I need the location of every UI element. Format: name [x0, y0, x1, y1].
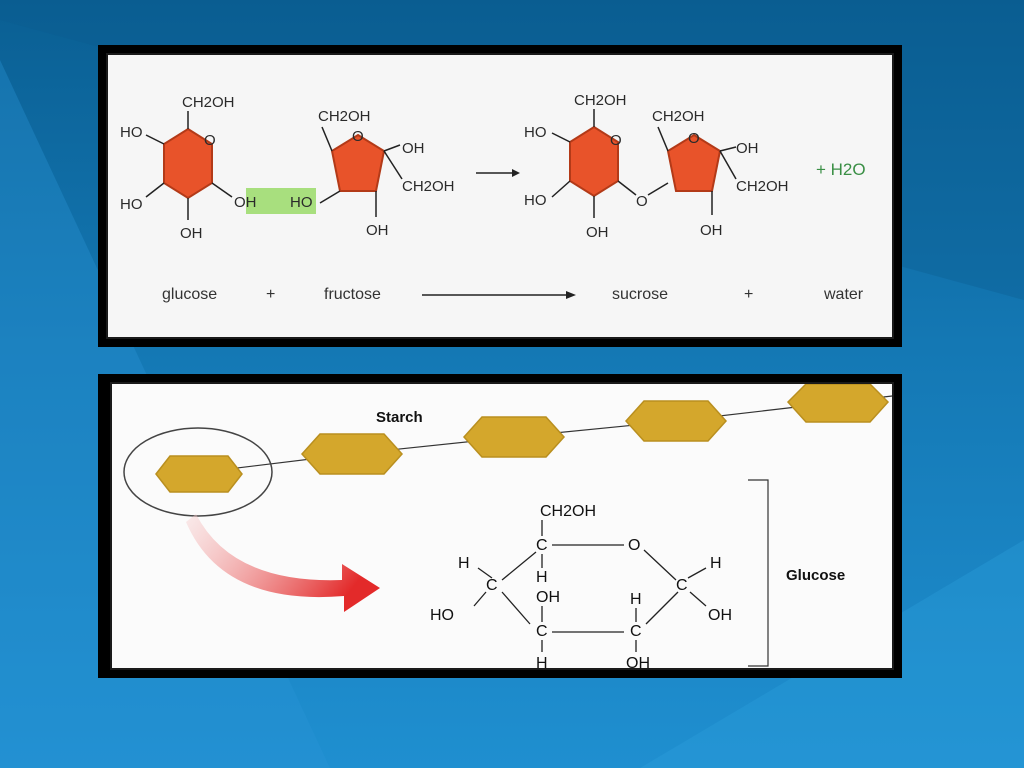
starch-structure-svg: Starch CH2OH C O H C H HO C: [123, 383, 893, 672]
sucrose-molecule: O CH2OH HO HO OH O O CH2OH OH CH2OH OH: [524, 92, 789, 241]
fructose-ring-oxygen: O: [352, 128, 364, 145]
starch-glucose-unit-4: [624, 400, 728, 442]
starch-glucose-unit-5: [786, 383, 890, 423]
glucose-ho-top: HO: [120, 124, 143, 141]
starch-glucose-unit-2: [300, 433, 404, 475]
formula-c5: C: [536, 537, 548, 554]
fructose-ch2oh-top: CH2OH: [318, 108, 371, 125]
formula-ch2oh: CH2OH: [540, 503, 596, 520]
formula-h-c4: H: [458, 555, 470, 572]
formula-h-c5: H: [536, 569, 548, 586]
sucrose-glucose-ho-bottom: HO: [524, 192, 547, 209]
selected-unit-circle: [123, 427, 273, 517]
fructose-oh-bottom: OH: [366, 222, 389, 239]
glucose-label: Glucose: [786, 567, 845, 584]
reaction-arrow-structures: [476, 169, 520, 177]
sucrose-glucose-ho-top: HO: [524, 124, 547, 141]
label-sucrose: sucrose: [612, 286, 668, 303]
sucrose-reaction-svg: O CH2OH HO HO OH OH O CH2OH HO OH CH2OH: [120, 92, 866, 303]
sucrose-diagram-canvas: O CH2OH HO HO OH OH O CH2OH HO OH CH2OH: [106, 53, 894, 339]
label-plus-1: +: [266, 286, 275, 303]
formula-h-c3: H: [536, 655, 548, 668]
glycosidic-bridge-oxygen: O: [636, 193, 648, 210]
sucrose-diagram-panel: O CH2OH HO HO OH OH O CH2OH HO OH CH2OH: [98, 45, 902, 347]
label-fructose: fructose: [324, 286, 381, 303]
water-removal-highlight: [246, 188, 316, 214]
fructose-ch2oh-right: CH2OH: [402, 178, 455, 195]
formula-oh-c1: OH: [708, 607, 732, 624]
label-glucose: glucose: [162, 286, 217, 303]
formula-c1: C: [676, 577, 688, 594]
sucrose-fructose-ch2oh-top: CH2OH: [652, 108, 705, 125]
sucrose-fructose-ch2oh-right: CH2OH: [736, 178, 789, 195]
starch-label: Starch: [376, 409, 423, 426]
glucose-ch2oh: CH2OH: [182, 94, 235, 111]
glucose-molecule: O CH2OH HO HO OH OH: [120, 94, 257, 242]
glucose-oh-right: OH: [234, 194, 257, 211]
label-water: water: [823, 286, 864, 303]
starch-glucose-unit-1: [155, 455, 243, 493]
sucrose-fructose-oh-bottom: OH: [700, 222, 723, 239]
formula-c2: C: [630, 623, 642, 640]
label-plus-2: +: [744, 286, 753, 303]
formula-h-c2: H: [630, 591, 642, 608]
formula-ring-oxygen: O: [628, 537, 640, 554]
fructose-ring: [330, 133, 386, 192]
sucrose-fructose-ring-oxygen: O: [688, 130, 700, 147]
zoom-arrow: [186, 514, 380, 612]
glucose-bracket: [748, 479, 769, 667]
fructose-molecule: O CH2OH HO OH CH2OH OH: [290, 108, 455, 239]
sucrose-glucose-ring-oxygen: O: [610, 132, 622, 149]
sucrose-glucose-ch2oh: CH2OH: [574, 92, 627, 109]
reaction-arrow-words: [422, 291, 576, 299]
sucrose-glucose-oh-bottom: OH: [586, 224, 609, 241]
formula-oh-c3: OH: [536, 589, 560, 606]
starch-diagram-panel: Starch CH2OH C O H C H HO C: [98, 374, 902, 678]
sucrose-fructose-oh-right: OH: [736, 140, 759, 157]
sucrose-fructose-ring: [666, 133, 722, 192]
formula-oh-c2: OH: [626, 655, 650, 668]
plus-water-product: + H2O: [816, 160, 866, 179]
starch-diagram-canvas: Starch CH2OH C O H C H HO C: [110, 382, 894, 672]
fructose-ho: HO: [290, 194, 313, 211]
glucose-ho-bottom: HO: [120, 196, 143, 213]
glucose-ring-oxygen: O: [204, 132, 216, 149]
starch-glucose-unit-3: [462, 416, 566, 458]
glucose-structural-formula: CH2OH C O H C H HO C H OH: [430, 503, 732, 672]
fructose-oh-right: OH: [402, 140, 425, 157]
formula-ho-c4: HO: [430, 607, 454, 624]
formula-c4: C: [486, 577, 498, 594]
glucose-oh-bottom: OH: [180, 225, 203, 242]
formula-h-c1: H: [710, 555, 722, 572]
formula-c3: C: [536, 623, 548, 640]
